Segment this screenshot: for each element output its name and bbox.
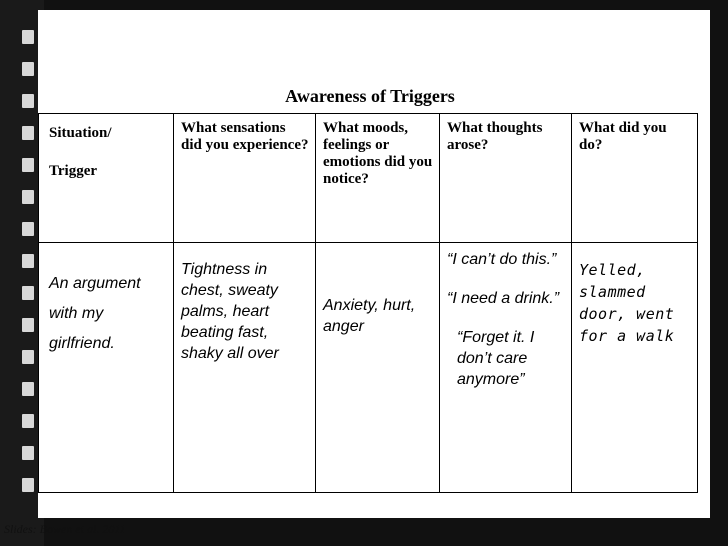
table-row: An argument with my girlfriend. Tightnes…	[38, 242, 698, 493]
cell-sensations: Tightness in chest, sweaty palms, heart …	[173, 242, 316, 493]
cell-thoughts: “I can’t do this.” “I need a drink.” “Fo…	[439, 242, 572, 493]
header-actions: What did you do?	[571, 113, 698, 243]
thought-2: “I need a drink.”	[447, 290, 560, 307]
triggers-table: Situation/ Trigger What sensations did y…	[38, 113, 698, 493]
credit-text: Slides: Bowen et al. 2011	[4, 522, 126, 536]
cell-actions: Yelled, slammed door, went for a walk	[571, 242, 698, 493]
header-sensations: What sensations did you experience?	[173, 113, 316, 243]
table-header-row: Situation/ Trigger What sensations did y…	[38, 113, 698, 243]
header-thoughts: What thoughts arose?	[439, 113, 572, 243]
slide-title: Awareness of Triggers	[285, 86, 455, 106]
cell-moods: Anxiety, hurt, anger	[315, 242, 440, 493]
filmstrip-border	[0, 0, 44, 546]
thought-1: “I can’t do this.”	[447, 251, 557, 268]
thought-3: “Forget it. I don’t care anymore”	[457, 329, 535, 388]
header-moods: What moods, feelings or emotions did you…	[315, 113, 440, 243]
cell-situation: An argument with my girlfriend.	[38, 242, 174, 493]
header-situation: Situation/ Trigger	[38, 113, 174, 243]
